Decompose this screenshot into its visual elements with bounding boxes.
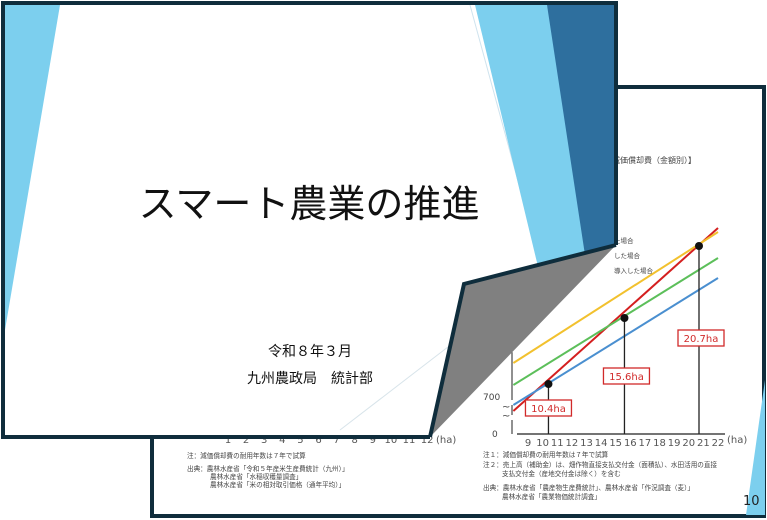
right-note: 注２：売上高（補助金）は、畑作物直接支払交付金（面積払）、水田活用の直接 — [483, 460, 717, 469]
left-source: 出典：農林水産省「令和５年産米生産費統計（九州）」 — [187, 464, 349, 473]
right-note: 支払交付金（産地交付金は除く）を含む — [502, 469, 621, 478]
x-tick-label: 21 — [697, 438, 710, 449]
left-x-tick-label: 8 — [352, 435, 358, 446]
x-tick-label: 15 — [609, 438, 622, 449]
axis-break-mark: ~ — [502, 402, 510, 413]
page-curl-flap[interactable] — [430, 245, 616, 437]
x-axis-unit: (ha) — [727, 435, 747, 446]
slide-title: スマート農業の推進 — [139, 182, 480, 226]
series-line-2 — [512, 257, 719, 386]
slide-date: 令和８年３月 — [268, 344, 352, 360]
slide-organization: 九州農政局 統計部 — [247, 371, 373, 387]
break-even-point — [544, 380, 553, 388]
legend-label: 導入した場合 — [614, 266, 654, 275]
left-x-tick-label: 9 — [370, 435, 376, 446]
page-number: 10 — [743, 494, 760, 509]
left-x-tick-label: 3 — [261, 435, 267, 446]
break-even-point — [695, 242, 703, 250]
x-tick-label: 16 — [624, 438, 637, 449]
chart-heading: 減価償却費（金額別）】 — [612, 155, 696, 165]
legend-label: た場合 — [614, 236, 634, 245]
legend-label: した場合 — [614, 251, 641, 260]
right-source: 出典：農林水産省「農産物生産費統計」、農林水産省「作況調査（麦）」 — [483, 483, 694, 492]
break-even-label-box — [602, 367, 651, 385]
x-tick-label: 9 — [525, 438, 531, 449]
series-line-1 — [512, 231, 719, 364]
left-x-tick-label: 10 — [385, 435, 398, 446]
left-source: 農林水産省「米の相対取引価格（通年平均）」 — [210, 480, 345, 489]
x-tick-label: 11 — [551, 438, 564, 449]
left-x-tick-label: 11 — [403, 435, 416, 446]
left-note: 注：減価償却費の耐用年数は７年で試算 — [187, 451, 306, 460]
x-tick-label: 12 — [565, 438, 578, 449]
left-x-tick-label: 7 — [333, 435, 339, 446]
x-tick-label: 10 — [536, 438, 549, 449]
left-decoration — [5, 5, 60, 330]
y-tick-label: 700 — [483, 393, 500, 403]
left-x-tick-label: 4 — [279, 435, 285, 446]
x-tick-label: 17 — [639, 438, 652, 449]
right-source: 農林水産省「農業物価統計調査」 — [502, 492, 601, 501]
right-decoration-light — [475, 5, 598, 275]
x-tick-label: 13 — [580, 438, 593, 449]
left-x-tick-label: 5 — [297, 435, 303, 446]
front-slide-frame — [1, 1, 618, 439]
page-curl-edge — [428, 243, 617, 438]
left-x-tick-label: 12 — [421, 435, 434, 446]
y-tick-label: 0 — [492, 430, 498, 440]
break-even-label: 20.7ha — [684, 334, 719, 345]
break-even-label-box — [524, 399, 573, 417]
right-decoration-dark — [547, 5, 616, 255]
left-axis-unit: (ha) — [436, 435, 456, 446]
left-x-tick-label: 1 — [225, 435, 231, 446]
break-even-label: 15.6ha — [609, 372, 644, 383]
corner-decoration — [746, 380, 765, 515]
x-tick-label: 18 — [653, 438, 666, 449]
axis-break-mark: ~ — [502, 411, 510, 422]
x-tick-label: 14 — [595, 438, 608, 449]
left-x-tick-label: 2 — [243, 435, 249, 446]
left-x-tick-label: 6 — [315, 435, 321, 446]
left-source: 農林水産省「水稲収穫量調査」 — [210, 472, 302, 481]
x-tick-label: 22 — [712, 438, 725, 449]
break-even-label: 10.4ha — [531, 404, 566, 415]
x-tick-label: 19 — [668, 438, 681, 449]
right-note: 注１：減価償却費の耐用年数は７年で試算 — [483, 450, 609, 459]
break-even-point — [620, 314, 629, 322]
x-tick-label: 20 — [682, 438, 695, 449]
break-even-label-box — [677, 329, 725, 347]
